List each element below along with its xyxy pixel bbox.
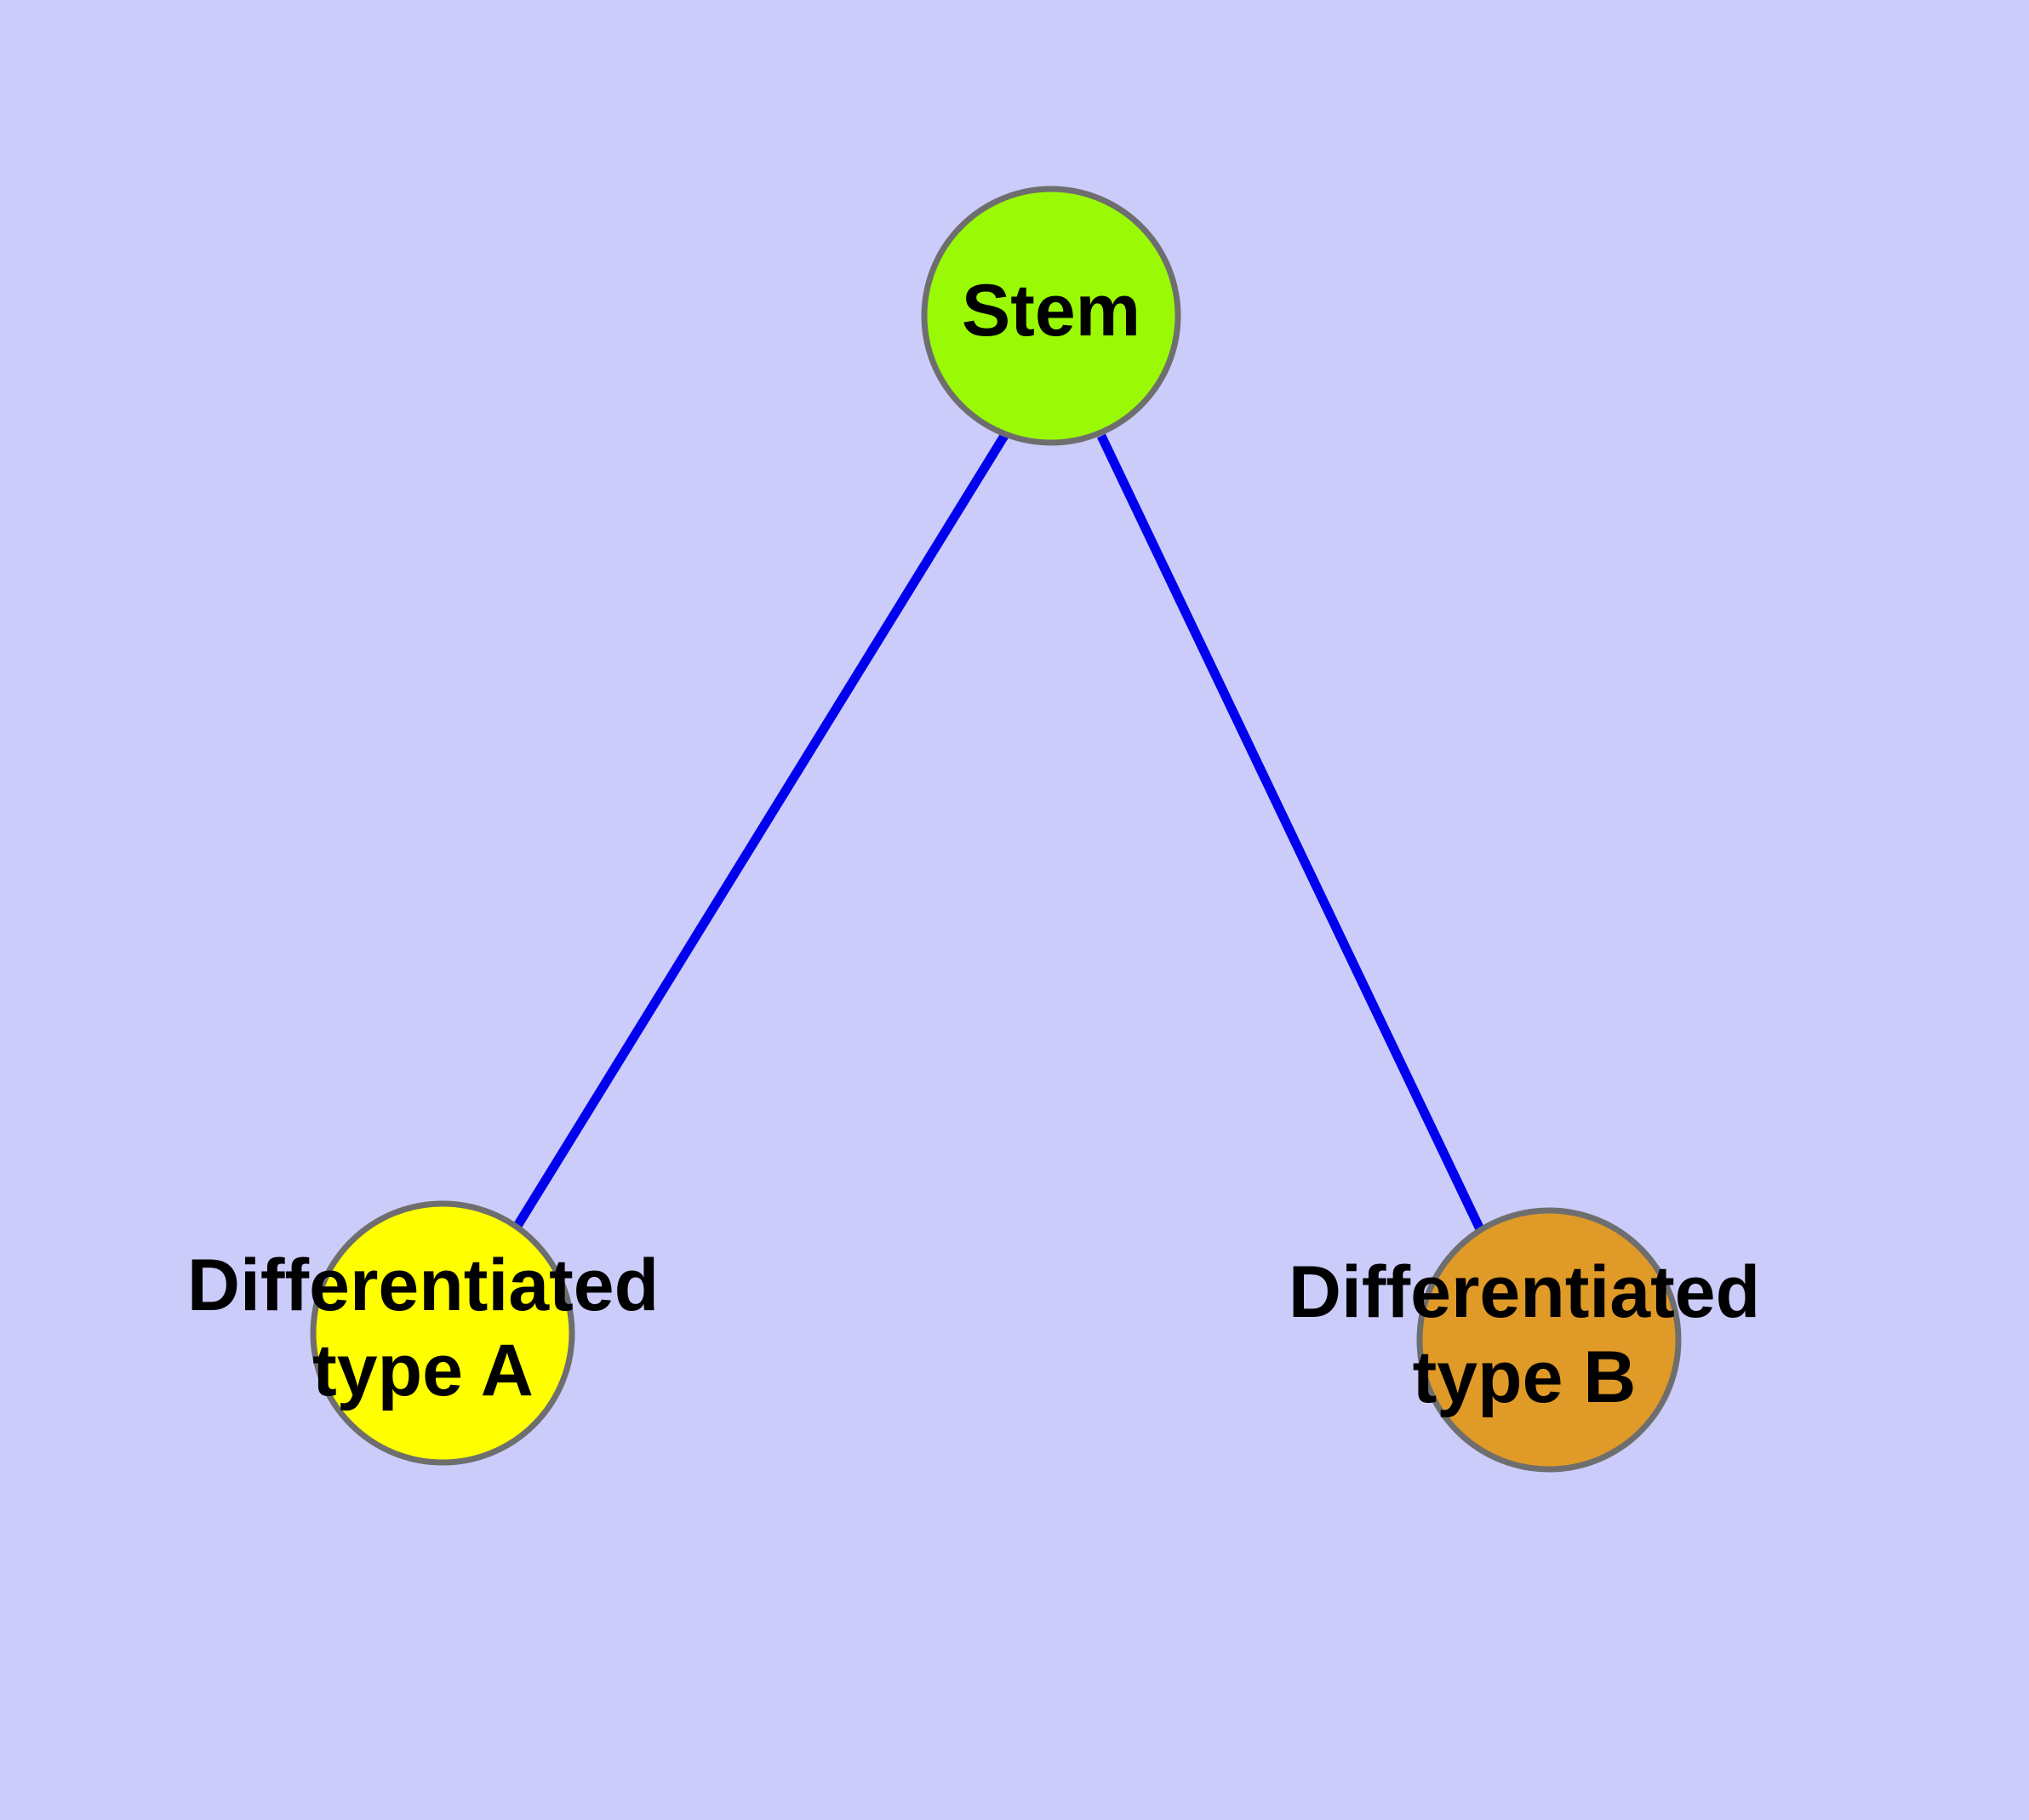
- node-stem-circle[interactable]: [921, 186, 1181, 446]
- node-stem-label: Stem: [962, 270, 1140, 352]
- node-label-line: type A: [312, 1330, 534, 1411]
- node-label-line: type B: [1413, 1336, 1637, 1418]
- node-label-line: Differentiated: [1289, 1251, 1760, 1333]
- node-label-line: Differentiated: [187, 1245, 659, 1326]
- node-differentiated-type-b-circle[interactable]: [1416, 1207, 1682, 1473]
- edge-stem-to-differentiated-type-a[interactable]: [513, 433, 1009, 1228]
- nodes-layer: [310, 186, 1682, 1473]
- node-differentiated-type-a-circle[interactable]: [310, 1200, 575, 1466]
- node-label-line: Stem: [962, 270, 1140, 352]
- edge-stem-to-differentiated-type-b[interactable]: [1097, 433, 1484, 1232]
- edges-layer: [513, 433, 1484, 1232]
